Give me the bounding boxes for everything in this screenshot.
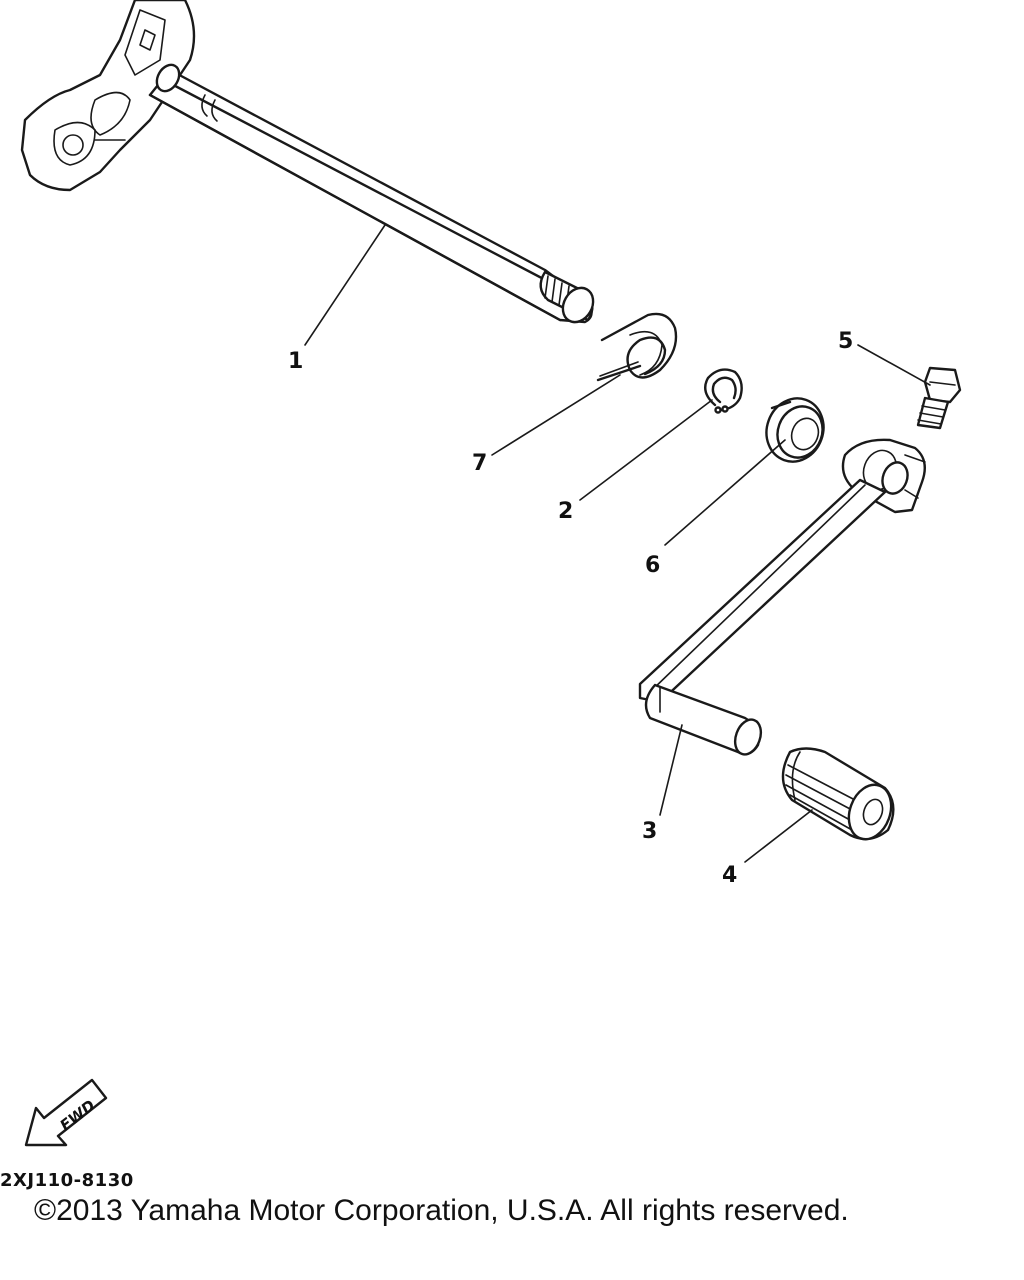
callout-1: 1 (288, 349, 303, 374)
pedal-rubber-icon (781, 747, 895, 841)
bolt-icon (916, 366, 962, 430)
shift-shaft-icon (20, 0, 595, 324)
leader-line-5 (857, 344, 931, 386)
callout-6: 6 (645, 553, 660, 578)
leader-line-7 (491, 374, 621, 456)
callout-7: 7 (472, 451, 487, 476)
leader-line-3 (659, 724, 683, 816)
callout-4: 4 (722, 863, 737, 888)
leader-line-6 (664, 439, 786, 546)
callout-3: 3 (642, 819, 657, 844)
circlip-icon (704, 368, 743, 414)
callout-2: 2 (558, 499, 573, 524)
leader-lines (304, 224, 931, 863)
callout-5: 5 (838, 329, 853, 354)
copyright-notice: ©2013 Yamaha Motor Corporation, U.S.A. A… (34, 1194, 849, 1227)
fwd-arrow-icon: FWD (24, 1078, 108, 1147)
diagram-code: 2XJ110-8130 (0, 1170, 134, 1191)
leader-line-1 (304, 224, 386, 346)
leader-line-2 (579, 399, 713, 501)
leader-line-4 (744, 809, 813, 863)
oil-seal-icon (765, 397, 825, 463)
shift-pedal-icon (638, 438, 926, 756)
torsion-spring-icon (596, 312, 678, 382)
